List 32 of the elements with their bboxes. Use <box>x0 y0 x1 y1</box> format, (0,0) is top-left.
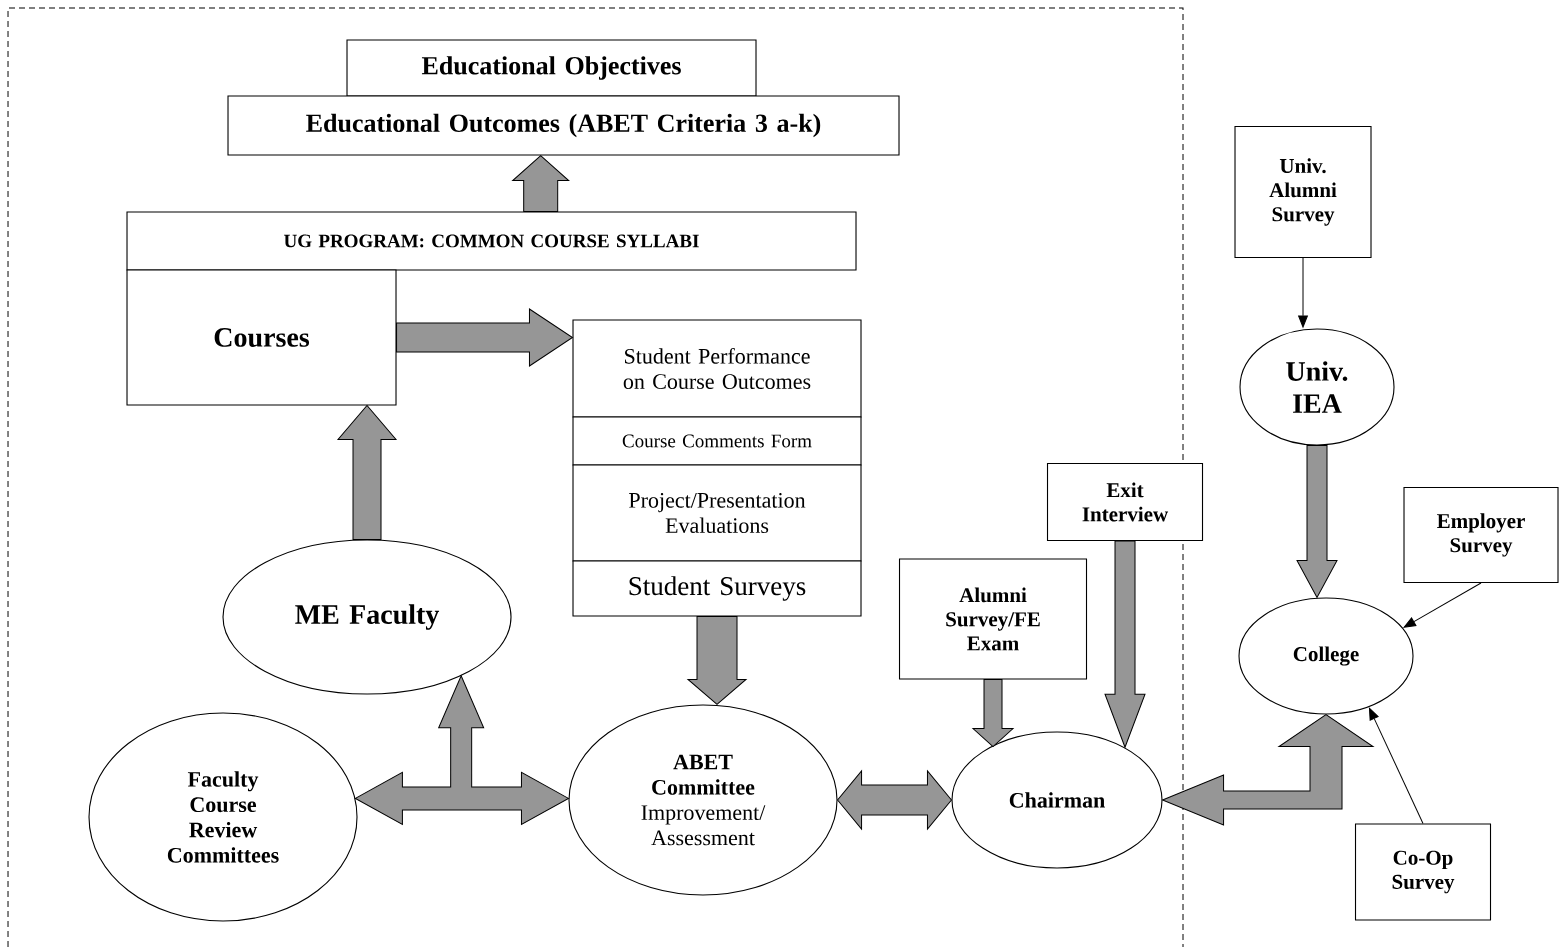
block-arrow <box>972 679 1014 748</box>
oval-node: Univ. IEA <box>1239 328 1395 446</box>
text-box: Exit Interview <box>1046 462 1204 542</box>
text-box: Student Performance on Course Outcomes <box>572 319 862 418</box>
text-box: Alumni Survey/FE Exam <box>898 558 1088 680</box>
oval-node: ABET Committee Improvement/ Assessment <box>568 704 838 896</box>
text-box: Course Comments Form <box>572 416 862 466</box>
text-box: UG PROGRAM: COMMON COURSE SYLLABI <box>126 211 857 271</box>
block-arrow <box>512 155 570 212</box>
block-arrow <box>1162 714 1374 826</box>
oval-node: College <box>1238 597 1414 715</box>
text-box: Student Surveys <box>572 560 862 617</box>
arrow <box>1298 257 1308 328</box>
block-arrow <box>396 308 573 367</box>
text-box: Project/Presentation Evaluations <box>572 464 862 562</box>
block-arrow <box>837 770 952 830</box>
oval-node: Faculty Course Review Committees <box>88 712 358 922</box>
text-box: Univ. Alumni Survey <box>1234 125 1372 259</box>
oval-node: Chairman <box>951 731 1163 869</box>
text-box: Courses <box>126 269 397 406</box>
block-arrow <box>354 675 569 825</box>
block-arrow <box>1296 445 1338 598</box>
block-arrow <box>337 405 397 540</box>
arrow <box>1368 707 1424 824</box>
text-box: Educational Outcomes (ABET Criteria 3 a-k) <box>227 95 900 156</box>
oval-node: ME Faculty <box>222 539 512 695</box>
text-box: Co-Op Survey <box>1354 823 1492 921</box>
block-arrow <box>1104 540 1146 748</box>
arrow <box>1403 582 1482 628</box>
text-box: Employer Survey <box>1403 486 1559 584</box>
text-box: Educational Objectives <box>346 39 757 97</box>
block-arrow <box>687 616 747 705</box>
